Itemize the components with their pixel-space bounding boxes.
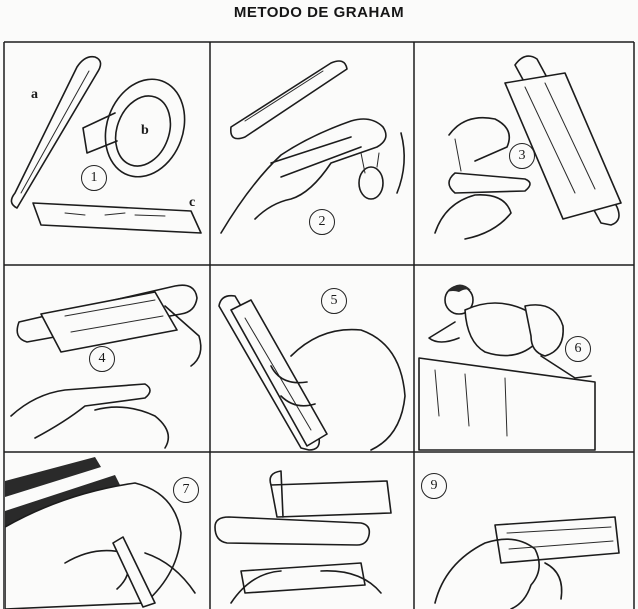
label-b: b: [141, 123, 149, 139]
removing-tape-drawing: [211, 453, 413, 609]
panel-step-5: 5: [211, 266, 413, 451]
panel-step-3: 3: [415, 43, 633, 264]
panel-step-9: 9: [415, 453, 633, 609]
step-number-6: 6: [565, 336, 591, 362]
finished-slide-drawing: [415, 453, 633, 609]
panel-step-7: 7: [5, 453, 209, 609]
label-a: a: [31, 87, 38, 103]
panel-step-8: [211, 453, 413, 609]
step-number-4: 4: [89, 346, 115, 372]
step-number-2: 2: [309, 209, 335, 235]
label-c: c: [189, 195, 195, 211]
panel-step-6: 6: [415, 266, 633, 451]
step-number-1: 1: [81, 165, 107, 191]
panel-step-1: a b c 1: [5, 43, 209, 264]
holding-prepared-depressor-drawing: [211, 266, 413, 451]
child-on-table-drawing: [415, 266, 633, 451]
step-number-5: 5: [321, 288, 347, 314]
panel-step-4: 4: [5, 266, 209, 451]
tongue-depressor-tape-slide-drawing: [5, 43, 209, 264]
panel-step-2: 2: [211, 43, 413, 264]
step-number-9: 9: [421, 473, 447, 499]
applying-to-perianal-area-drawing: [5, 453, 209, 609]
step-number-7: 7: [173, 477, 199, 503]
step-number-3: 3: [509, 143, 535, 169]
